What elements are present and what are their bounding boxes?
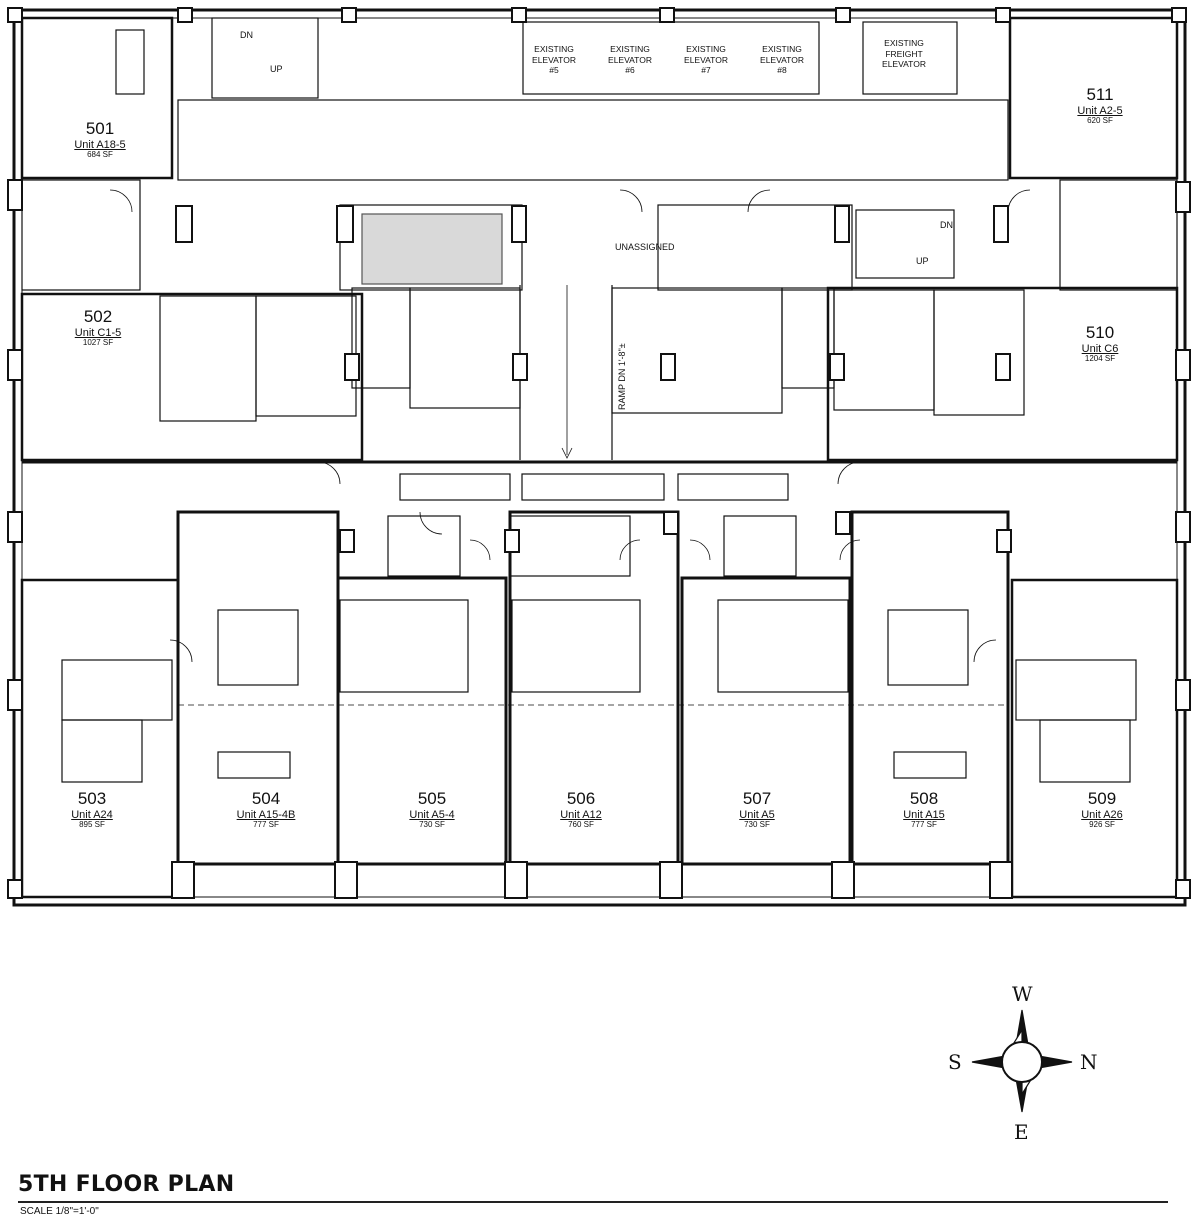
unit-type: Unit A26: [1081, 808, 1123, 821]
elevator-label-line: #6: [625, 65, 635, 76]
stair-down-label: DN: [240, 30, 253, 40]
unit-area: 730 SF: [744, 819, 770, 829]
unit-number: 501: [85, 119, 115, 138]
stair-up-label: UP: [270, 64, 283, 74]
elevator-label-line: EXISTING: [610, 44, 650, 54]
unit-506-outline: [508, 510, 680, 866]
unit-number: 502: [83, 307, 113, 326]
unit-label-503: 503 Unit A24 895 SF: [32, 789, 152, 830]
elevator-6-label: EXISTING ELEVATOR #6: [598, 44, 662, 76]
building-outer-wall: [12, 8, 1187, 907]
unit-number: 510: [1085, 323, 1115, 342]
elevator-7-label: EXISTING ELEVATOR #7: [674, 44, 738, 76]
elevator-label-line: #5: [549, 65, 559, 76]
unit-number: 508: [909, 789, 939, 808]
elevator-label-line: ELEVATOR: [532, 54, 576, 65]
unit-number: 509: [1087, 789, 1117, 808]
unit-type: Unit A12: [560, 808, 602, 821]
unit-area: 1204 SF: [1084, 353, 1116, 363]
freight-elevator-label: EXISTING FREIGHT ELEVATOR: [872, 38, 936, 70]
unit-label-505: 505 Unit A5-4 730 SF: [372, 789, 492, 830]
unit-number: 506: [566, 789, 596, 808]
stair-north-west: [211, 17, 319, 99]
unit-area: 926 SF: [1089, 819, 1115, 829]
unit-label-504: 504 Unit A15-4B 777 SF: [206, 789, 326, 830]
unit-area: 777 SF: [253, 819, 279, 829]
unit-type: Unit A24: [71, 808, 113, 821]
elevator-label-line: EXISTING: [762, 44, 802, 54]
elevator-label-line: FREIGHT: [885, 48, 923, 59]
unit-area: 684 SF: [87, 149, 113, 159]
unassigned-label: UNASSIGNED: [615, 242, 675, 252]
elevator-label-line: #7: [701, 65, 711, 76]
scale-note: SCALE 1/8"=1'-0": [20, 1206, 99, 1217]
unit-507-outline: [680, 576, 852, 866]
unit-type: Unit A18-5: [74, 138, 126, 151]
unit-label-501: 501 Unit A18-5 684 SF: [40, 119, 160, 160]
stair-north-east: [855, 209, 955, 279]
elevator-label-line: ELEVATOR: [760, 54, 804, 65]
unit-label-511: 511 Unit A2-5 620 SF: [1040, 85, 1160, 126]
unit-501-outline: [20, 16, 174, 180]
unit-area: 730 SF: [419, 819, 445, 829]
unit-area: 760 SF: [568, 819, 594, 829]
unit-label-502: 502 Unit C1-5 1027 SF: [38, 307, 158, 348]
unit-number: 505: [417, 789, 447, 808]
elevator-label-line: EXISTING: [534, 44, 574, 54]
unit-type: Unit A5: [739, 808, 775, 821]
compass-east-label: E: [1014, 1120, 1029, 1144]
unit-509-outline: [1010, 578, 1179, 899]
corridor-north: [177, 99, 1009, 181]
title-divider: [18, 1201, 1168, 1203]
unit-number: 511: [1086, 85, 1114, 104]
elevator-label-line: ELEVATOR: [684, 54, 728, 65]
unit-type: Unit A15-4B: [236, 808, 296, 821]
stair-down-label: DN: [940, 220, 953, 230]
unit-label-508: 508 Unit A15 777 SF: [864, 789, 984, 830]
elevator-label-line: EXISTING: [686, 44, 726, 54]
unit-number: 507: [742, 789, 772, 808]
elevator-8-label: EXISTING ELEVATOR #8: [750, 44, 814, 76]
elevator-label-line: EXISTING: [884, 38, 924, 48]
elevator-label-line: ELEVATOR: [882, 59, 926, 70]
unit-type: Unit A15: [903, 808, 945, 821]
unit-area: 777 SF: [911, 819, 937, 829]
compass-west-label: W: [1012, 982, 1033, 1006]
unit-area: 1027 SF: [82, 337, 114, 347]
unit-type: Unit C6: [1081, 342, 1119, 355]
unit-label-507: 507 Unit A5 730 SF: [697, 789, 817, 830]
unit-label-506: 506 Unit A12 760 SF: [521, 789, 641, 830]
compass-south-label: S: [948, 1050, 962, 1074]
unit-type: Unit A2-5: [1077, 104, 1123, 117]
unit-label-510: 510 Unit C6 1204 SF: [1040, 323, 1160, 364]
unit-508-outline: [850, 510, 1010, 866]
plan-title: 5TH FLOOR PLAN: [18, 1172, 235, 1197]
compass-north-label: N: [1080, 1050, 1098, 1074]
unit-503-outline: [20, 578, 180, 899]
unit-area: 895 SF: [79, 819, 105, 829]
ramp-label: RAMP DN 1'-8"±: [617, 343, 627, 410]
compass-rose: [971, 1009, 1073, 1113]
elevator-5-label: EXISTING ELEVATOR #5: [522, 44, 586, 76]
unit-number: 504: [251, 789, 281, 808]
unit-area: 620 SF: [1087, 115, 1113, 125]
unit-511-outline: [1008, 16, 1179, 180]
unit-number: 503: [77, 789, 107, 808]
unit-type: Unit A5-4: [409, 808, 455, 821]
unit-type: Unit C1-5: [74, 326, 122, 339]
elevator-label-line: ELEVATOR: [608, 54, 652, 65]
elevator-label-line: #8: [777, 65, 787, 76]
unit-505-outline: [336, 576, 508, 866]
unit-label-509: 509 Unit A26 926 SF: [1042, 789, 1162, 830]
stair-up-label: UP: [916, 256, 929, 266]
